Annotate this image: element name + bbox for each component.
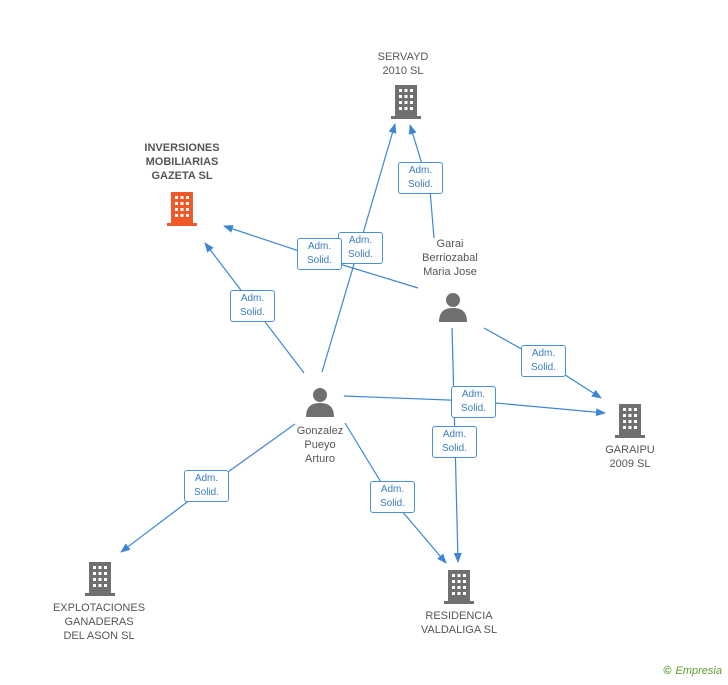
edge-badge-line: Adm. bbox=[348, 235, 373, 246]
edge-badge-garai-residencia[interactable]: Adm. Solid. bbox=[432, 426, 477, 458]
node-label-line: MOBILIARIAS bbox=[145, 156, 219, 168]
edge-badge-line: Adm. bbox=[461, 389, 486, 400]
edge-badge-gonzalez-residencia[interactable]: Adm. Solid. bbox=[370, 481, 415, 513]
node-label-garaipu: GARAIPU 2009 SL bbox=[590, 443, 670, 471]
edge-badge-garai-garaipu[interactable]: Adm. Solid. bbox=[521, 345, 566, 377]
edge-badge-line: Solid. bbox=[460, 403, 486, 414]
edge-badge-garai-servayd[interactable]: Adm. Solid. bbox=[398, 162, 443, 194]
node-label-line: Maria Jose bbox=[423, 266, 477, 278]
edge-badge-line: Adm. bbox=[408, 165, 433, 176]
building-icon[interactable] bbox=[390, 85, 422, 119]
node-label-line: GANADERAS bbox=[64, 616, 134, 628]
building-icon[interactable] bbox=[84, 562, 116, 596]
node-label-line: VALDALIGA SL bbox=[420, 624, 498, 636]
building-icon-highlighted[interactable] bbox=[166, 192, 198, 226]
node-label-inversiones: INVERSIONES MOBILIARIAS GAZETA SL bbox=[130, 141, 234, 183]
edge-badge-gonzalez-explotaciones[interactable]: Adm. Solid. bbox=[184, 470, 229, 502]
building-icon[interactable] bbox=[614, 404, 646, 438]
edge-badge-line: Solid. bbox=[347, 249, 373, 260]
edge-badge-gonzalez-garaipu[interactable]: Adm. Solid. bbox=[451, 386, 496, 418]
node-label-line: Pueyo bbox=[304, 439, 336, 451]
edge-badge-line: Adm. bbox=[307, 241, 332, 252]
node-label-line: RESIDENCIA bbox=[425, 610, 493, 622]
edge-badge-line: Solid. bbox=[407, 179, 433, 190]
node-label-line: EXPLOTACIONES bbox=[52, 602, 146, 614]
edge-badge-line: Solid. bbox=[379, 498, 405, 509]
edge-badge-line: Adm. bbox=[442, 429, 467, 440]
node-label-gonzalez: Gonzalez Pueyo Arturo bbox=[275, 424, 365, 466]
edge-badge-line: Solid. bbox=[306, 255, 332, 266]
node-label-line: GAZETA SL bbox=[151, 170, 213, 182]
node-label-line: 2010 SL bbox=[382, 65, 424, 77]
node-label-line: 2009 SL bbox=[609, 458, 651, 470]
person-icon[interactable] bbox=[438, 292, 468, 322]
edge-badge-line: Solid. bbox=[193, 487, 219, 498]
person-icon[interactable] bbox=[305, 387, 335, 417]
node-label-line: Berriozabal bbox=[422, 252, 478, 264]
edge-badge-line: Solid. bbox=[239, 307, 265, 318]
node-label-garai: Garai Berriozabal Maria Jose bbox=[404, 237, 496, 279]
copyright-symbol: © bbox=[663, 665, 672, 677]
node-label-line: Gonzalez bbox=[296, 425, 344, 437]
node-label-line: SERVAYD bbox=[377, 51, 429, 63]
edge-badge-garai-inversiones[interactable]: Adm. Solid. bbox=[297, 238, 342, 270]
edge-badge-line: Adm. bbox=[531, 348, 556, 359]
node-label-servayd: SERVAYD 2010 SL bbox=[363, 50, 443, 78]
footer-brand: ©Empresia bbox=[663, 665, 722, 677]
edge-badge-line: Adm. bbox=[380, 484, 405, 495]
node-label-explotaciones: EXPLOTACIONES GANADERAS DEL ASON SL bbox=[44, 601, 154, 643]
edge-badge-line: Adm. bbox=[194, 473, 219, 484]
edge-badge-gonzalez-servayd[interactable]: Adm. Solid. bbox=[338, 232, 383, 264]
edge-badge-line: Solid. bbox=[530, 362, 556, 373]
node-label-line: Garai bbox=[436, 238, 464, 250]
node-label-residencia: RESIDENCIA VALDALIGA SL bbox=[407, 609, 511, 637]
edge-badge-gonzalez-inversiones[interactable]: Adm. Solid. bbox=[230, 290, 275, 322]
node-label-line: Arturo bbox=[305, 453, 335, 465]
node-label-line: INVERSIONES bbox=[144, 142, 220, 154]
node-label-line: DEL ASON SL bbox=[63, 630, 135, 642]
edge-badge-line: Solid. bbox=[441, 443, 467, 454]
node-label-line: GARAIPU bbox=[605, 444, 655, 456]
edge-badge-line: Adm. bbox=[240, 293, 265, 304]
brand-name[interactable]: Empresia bbox=[675, 665, 722, 677]
building-icon[interactable] bbox=[443, 570, 475, 604]
